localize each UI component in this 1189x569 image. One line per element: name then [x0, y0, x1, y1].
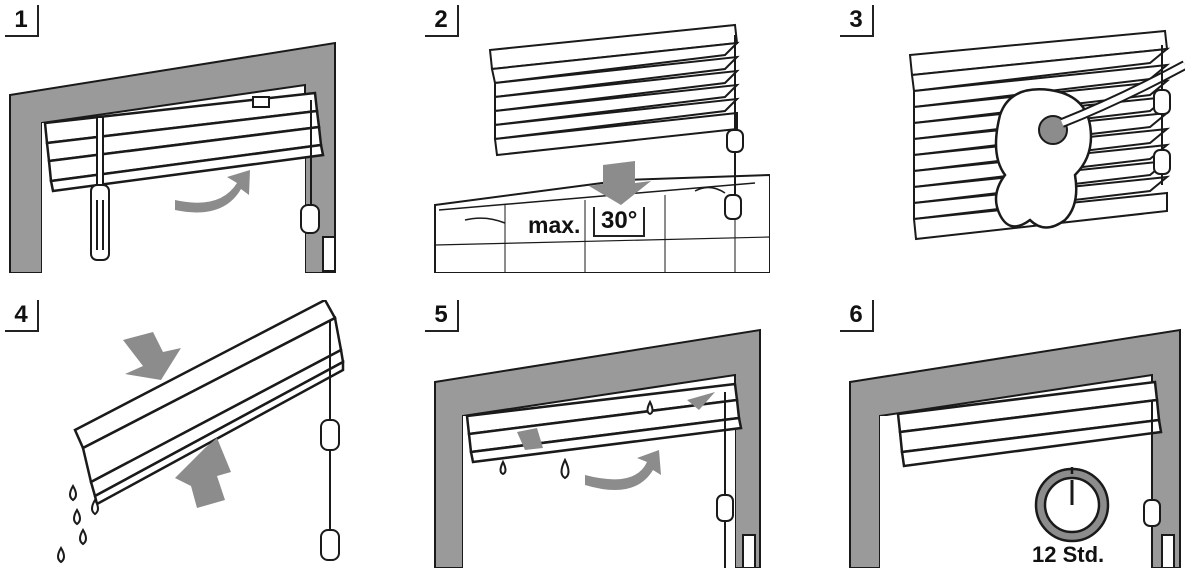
- remove-blind-illustration: [9, 41, 336, 273]
- shake-dry-illustration: [57, 300, 345, 564]
- step-number: 2: [425, 5, 459, 37]
- temperature-prefix: max.: [528, 212, 581, 238]
- step-1-panel: 1: [5, 5, 350, 273]
- brush-icon: [1038, 60, 1185, 145]
- pleated-blind: [488, 23, 740, 157]
- drying-duration: 12 Std.: [1032, 542, 1105, 567]
- blind-rail: [43, 91, 325, 193]
- cord-weight: [300, 100, 336, 272]
- reinstall-wet-illustration: [434, 328, 761, 568]
- step-number: 4: [5, 300, 39, 332]
- blind-rail: [896, 380, 1163, 468]
- step-6-panel: 6 12 Std.: [840, 300, 1185, 568]
- let-dry-illustration: [849, 328, 1181, 568]
- step-3-panel: 3: [840, 5, 1185, 273]
- press-arrow-top: [123, 332, 181, 380]
- step-number: 5: [425, 300, 459, 332]
- water-drops: [499, 399, 654, 480]
- step-2-panel: 2: [425, 5, 770, 273]
- step-5-panel: 5: [425, 300, 770, 568]
- temperature-value: 30°: [593, 207, 646, 237]
- down-arrow: [589, 161, 651, 205]
- press-arrow-bottom: [175, 438, 231, 508]
- step-number: 1: [5, 5, 39, 37]
- step-number: 6: [840, 300, 874, 332]
- screwdriver-icon: [90, 116, 110, 261]
- up-arrow-right: [687, 392, 715, 410]
- up-arrow-left: [517, 428, 543, 450]
- clean-with-brush-illustration: [908, 29, 1185, 241]
- step-number: 3: [840, 5, 874, 37]
- water-drops: [57, 484, 99, 564]
- clock-icon: [1034, 467, 1110, 543]
- rotate-arrow: [175, 170, 250, 213]
- rotate-arrow: [585, 450, 661, 490]
- folded-blind: [73, 300, 345, 506]
- step-4-panel: 4: [5, 300, 350, 568]
